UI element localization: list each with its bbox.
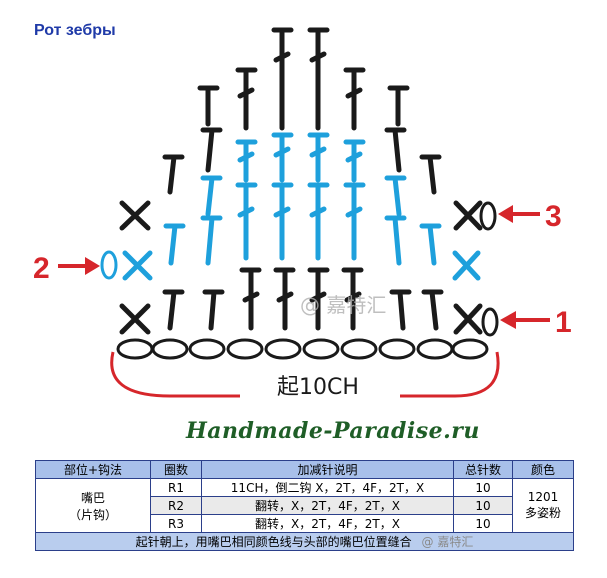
hdc-stitch <box>200 127 223 173</box>
chain-stitch <box>226 338 264 360</box>
description-cell: 翻转，X，2T，4F，2T，X <box>201 496 454 515</box>
base-bracket <box>110 351 500 398</box>
dc-stitch <box>343 139 366 183</box>
total-cell: 10 <box>453 478 513 497</box>
dc-stitch <box>271 27 294 131</box>
chain-stitch <box>416 338 454 360</box>
part-cell: 嘴巴 （片钩） <box>35 478 151 533</box>
chain-stitch <box>302 338 340 360</box>
chain-stitch <box>188 338 226 360</box>
dc-stitch <box>307 132 330 183</box>
sc-stitch <box>122 250 153 281</box>
dc-stitch <box>235 182 258 261</box>
crochet-diagram: 起10CH <box>33 27 572 400</box>
header-total: 总针数 <box>453 460 513 479</box>
round-cell: R2 <box>150 496 202 515</box>
chain-stitch <box>151 338 189 360</box>
row-marker-1-label: 1 <box>555 306 572 339</box>
hdc-stitch <box>162 289 185 331</box>
dc-stitch <box>341 267 364 331</box>
round-cell: R3 <box>150 514 202 533</box>
hdc-stitch <box>384 215 407 266</box>
hdc-stitch <box>419 154 442 195</box>
table-row: R3 翻转，X，2T，4F，2T，X 10 <box>36 514 574 533</box>
sc-stitch <box>453 200 483 231</box>
color-cell: 1201 多姿粉 <box>512 478 574 533</box>
chain-stitch <box>116 338 154 360</box>
chain-row <box>116 338 489 360</box>
total-cell: 10 <box>453 496 513 515</box>
hdc-stitch <box>419 223 442 266</box>
page-title: Рот зебры <box>34 22 116 39</box>
sc-stitch <box>453 303 483 335</box>
chain-stitch <box>451 338 489 360</box>
footer-watermark: @ 嘉特汇 <box>421 535 474 549</box>
part-name: 嘴巴 <box>80 490 105 505</box>
row-marker-2: 2 <box>33 252 100 285</box>
row-3 <box>119 27 497 231</box>
row-marker-3-label: 3 <box>545 200 562 233</box>
header-part: 部位+钩法 <box>35 460 151 479</box>
dc-stitch <box>273 267 296 331</box>
chain-stitch <box>378 338 416 360</box>
base-label: 起10CH <box>277 375 359 400</box>
dc-stitch <box>343 182 366 261</box>
sc-stitch <box>119 200 151 231</box>
table-header-row: 部位+钩法 圈数 加减针说明 总针数 颜色 <box>35 460 574 479</box>
header-color: 颜色 <box>512 460 574 479</box>
round-cell: R1 <box>150 478 202 497</box>
diagram-watermark: @ 嘉特汇 <box>300 293 386 317</box>
row-1 <box>119 267 499 337</box>
header-description: 加减针说明 <box>201 460 454 479</box>
description-cell: 翻转，X，2T，4F，2T，X <box>201 514 454 533</box>
hdc-stitch <box>384 127 407 173</box>
row-marker-3: 3 <box>498 200 562 233</box>
dc-stitch <box>307 27 330 131</box>
header-round: 圈数 <box>150 460 202 479</box>
turning-chain <box>481 307 499 337</box>
part-method: （片钩） <box>68 507 117 522</box>
hdc-stitch <box>384 175 407 217</box>
dc-stitch <box>271 182 294 261</box>
dc-stitch <box>235 139 258 183</box>
dc-stitch <box>271 132 294 183</box>
dc-stitch <box>387 85 410 127</box>
description-cell: 11CH，倒二钩 X，2T，4F，2T，X <box>201 478 454 497</box>
row-2-top <box>200 132 407 217</box>
hdc-stitch <box>163 223 186 266</box>
sc-stitch <box>452 250 481 281</box>
pattern-table: 部位+钩法 圈数 加减针说明 总针数 颜色 嘴巴 （片钩） R1 11CH，倒二… <box>35 460 574 551</box>
row-marker-2-label: 2 <box>33 252 50 285</box>
row-2 <box>100 182 481 281</box>
dc-stitch <box>239 267 262 331</box>
hdc-stitch <box>202 289 225 331</box>
hdc-stitch <box>200 175 223 217</box>
row-marker-1: 1 <box>500 306 572 339</box>
turning-chain <box>479 201 497 231</box>
table-row: 嘴巴 （片钩） R1 11CH，倒二钩 X，2T，4F，2T，X 10 1201… <box>35 478 574 533</box>
hdc-stitch <box>421 289 444 331</box>
chain-stitch <box>340 338 378 360</box>
dc-stitch <box>235 67 258 131</box>
dc-stitch <box>307 182 330 261</box>
dc-stitch <box>343 67 366 131</box>
hdc-stitch <box>200 215 223 266</box>
hdc-stitch <box>162 154 185 195</box>
footer-text: 起针朝上，用嘴巴相同颜色线与头部的嘴巴位置缝合 <box>135 535 412 549</box>
hdc-stitch <box>389 289 412 331</box>
dc-stitch <box>307 267 330 331</box>
footer-note: 起针朝上，用嘴巴相同颜色线与头部的嘴巴位置缝合 @ 嘉特汇 <box>35 532 574 551</box>
total-cell: 10 <box>453 514 513 533</box>
chain-stitch <box>264 338 302 360</box>
color-name: 多姿粉 <box>524 506 561 520</box>
site-watermark: Handmade-Paradise.ru <box>186 418 480 444</box>
sc-stitch <box>119 303 151 335</box>
table-footer-row: 起针朝上，用嘴巴相同颜色线与头部的嘴巴位置缝合 @ 嘉特汇 <box>35 532 574 551</box>
turning-chain <box>100 250 118 280</box>
color-code: 1201 <box>527 490 559 504</box>
dc-stitch <box>197 85 220 127</box>
